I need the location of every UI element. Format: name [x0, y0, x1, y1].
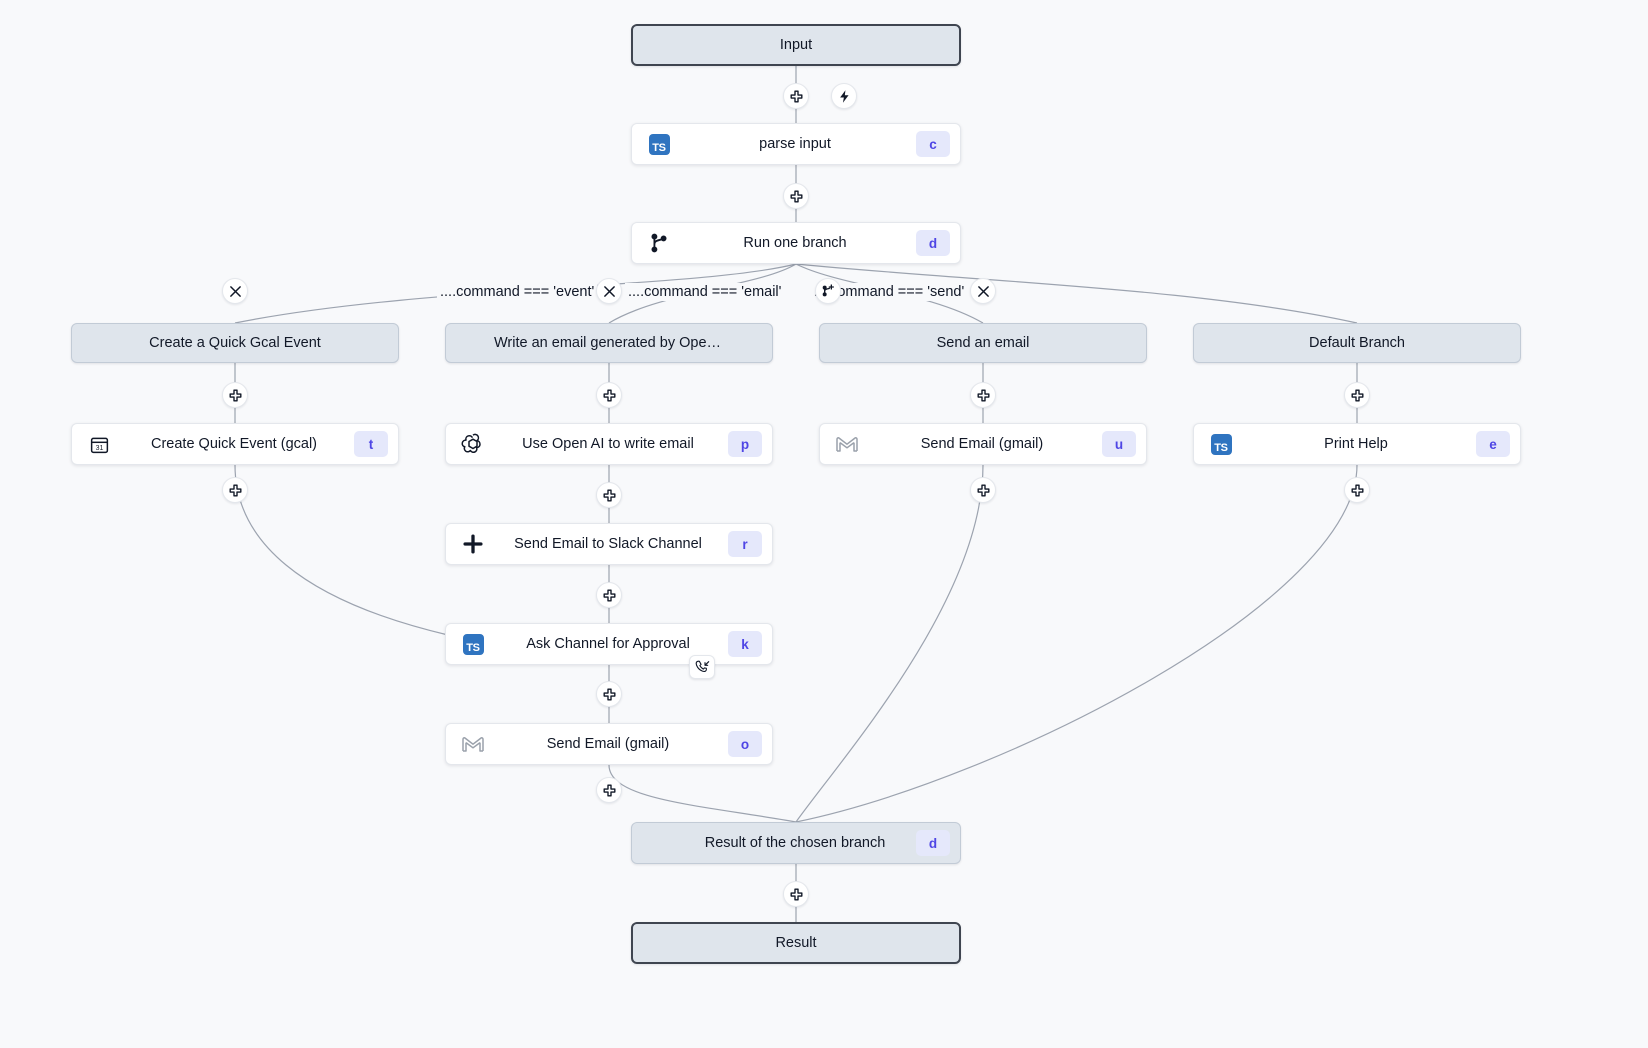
node-label: Create a Quick Gcal Event [149, 335, 321, 351]
lightning-icon [839, 89, 849, 103]
plus-icon [603, 589, 615, 601]
suspend-badge[interactable] [689, 655, 715, 679]
slack-icon [458, 529, 488, 559]
plus-icon [229, 389, 241, 401]
node-use-openai[interactable]: Use Open AI to write email p [445, 423, 773, 465]
node-parse-input[interactable]: TS parse input c [631, 123, 961, 165]
plus-icon [977, 389, 989, 401]
shortcut-key: r [728, 531, 762, 557]
node-label: Send an email [936, 335, 1030, 351]
add-step-button[interactable] [783, 183, 809, 209]
plus-icon [1351, 389, 1363, 401]
node-label: Result of the chosen branch [704, 835, 886, 851]
node-result[interactable]: Result [631, 922, 961, 964]
shortcut-key: o [728, 731, 762, 757]
node-label: Default Branch [1309, 335, 1405, 351]
node-label: Write an email generated by Open AI [494, 335, 730, 351]
node-label: Create Quick Event (gcal) [150, 436, 317, 452]
plus-icon [790, 888, 802, 900]
plus-icon [790, 90, 802, 102]
node-label: Ask Channel for Approval [526, 636, 690, 652]
delete-branch-button[interactable] [222, 278, 248, 304]
add-step-button[interactable] [970, 477, 996, 503]
add-step-button[interactable] [783, 881, 809, 907]
add-step-button[interactable] [596, 681, 622, 707]
delete-branch-button[interactable] [596, 278, 622, 304]
delete-branch-button[interactable] [970, 278, 996, 304]
shortcut-key: p [728, 431, 762, 457]
node-label: Input [779, 37, 813, 53]
gmail-icon [832, 429, 862, 459]
plus-icon [790, 190, 802, 202]
close-icon [603, 285, 615, 297]
shortcut-key: u [1102, 431, 1136, 457]
add-step-button[interactable] [783, 83, 809, 109]
plus-icon [1351, 484, 1363, 496]
node-input[interactable]: Input [631, 24, 961, 66]
node-branch-result[interactable]: Result of the chosen branch d [631, 822, 961, 864]
node-label: Send Email (gmail) [546, 736, 670, 752]
add-step-button[interactable] [596, 482, 622, 508]
node-ask-channel-approval[interactable]: TS Ask Channel for Approval k [445, 623, 773, 665]
node-label: Send Email to Slack Channel [514, 536, 702, 552]
add-branch-button[interactable] [815, 278, 841, 304]
plus-icon [229, 484, 241, 496]
branch-header-default[interactable]: Default Branch [1193, 323, 1521, 363]
branch-condition-send[interactable]: ....command === 'send' [811, 283, 968, 301]
gmail-icon [458, 729, 488, 759]
node-print-help[interactable]: TS Print Help e [1193, 423, 1521, 465]
plus-icon [977, 484, 989, 496]
node-create-quick-event[interactable]: 31 Create Quick Event (gcal) t [71, 423, 399, 465]
calendar-icon: 31 [84, 429, 114, 459]
node-label: parse input [759, 136, 831, 152]
branch-condition-event[interactable]: ....command === 'event' [437, 283, 598, 301]
shortcut-key: t [354, 431, 388, 457]
node-label: Run one branch [743, 235, 847, 251]
add-step-button[interactable] [596, 777, 622, 803]
shortcut-key: c [916, 131, 950, 157]
plus-icon [603, 489, 615, 501]
add-step-button[interactable] [970, 382, 996, 408]
add-step-button[interactable] [1344, 477, 1370, 503]
close-icon [977, 285, 989, 297]
node-send-email-gmail-o[interactable]: Send Email (gmail) o [445, 723, 773, 765]
node-label: Send Email (gmail) [920, 436, 1044, 452]
shortcut-key: k [728, 631, 762, 657]
branch-icon [644, 228, 674, 258]
shortcut-key: d [916, 230, 950, 256]
add-step-button[interactable] [222, 382, 248, 408]
node-send-email-gmail-u[interactable]: Send Email (gmail) u [819, 423, 1147, 465]
node-label: Use Open AI to write email [522, 436, 694, 452]
add-branch-icon [822, 284, 834, 297]
typescript-icon: TS [644, 129, 674, 159]
plus-icon [603, 389, 615, 401]
add-step-button[interactable] [1344, 382, 1370, 408]
close-icon [229, 285, 241, 297]
trigger-button[interactable] [831, 83, 857, 109]
phone-incoming-icon [695, 660, 710, 673]
openai-icon [458, 429, 488, 459]
typescript-icon: TS [458, 629, 488, 659]
branch-header-send[interactable]: Send an email [819, 323, 1147, 363]
branch-condition-email[interactable]: ....command === 'email' [625, 283, 785, 301]
branch-header-gcal[interactable]: Create a Quick Gcal Event [71, 323, 399, 363]
plus-icon [603, 688, 615, 700]
typescript-icon: TS [1206, 429, 1236, 459]
add-step-button[interactable] [222, 477, 248, 503]
shortcut-key: d [916, 830, 950, 856]
node-run-one-branch[interactable]: Run one branch d [631, 222, 961, 264]
node-label: Result [775, 935, 817, 951]
shortcut-key: e [1476, 431, 1510, 457]
add-step-button[interactable] [596, 382, 622, 408]
svg-text:31: 31 [95, 445, 103, 452]
node-label: Print Help [1324, 436, 1388, 452]
branch-header-email[interactable]: Write an email generated by Open AI [445, 323, 773, 363]
plus-icon [603, 784, 615, 796]
node-send-email-slack[interactable]: Send Email to Slack Channel r [445, 523, 773, 565]
add-step-button[interactable] [596, 582, 622, 608]
